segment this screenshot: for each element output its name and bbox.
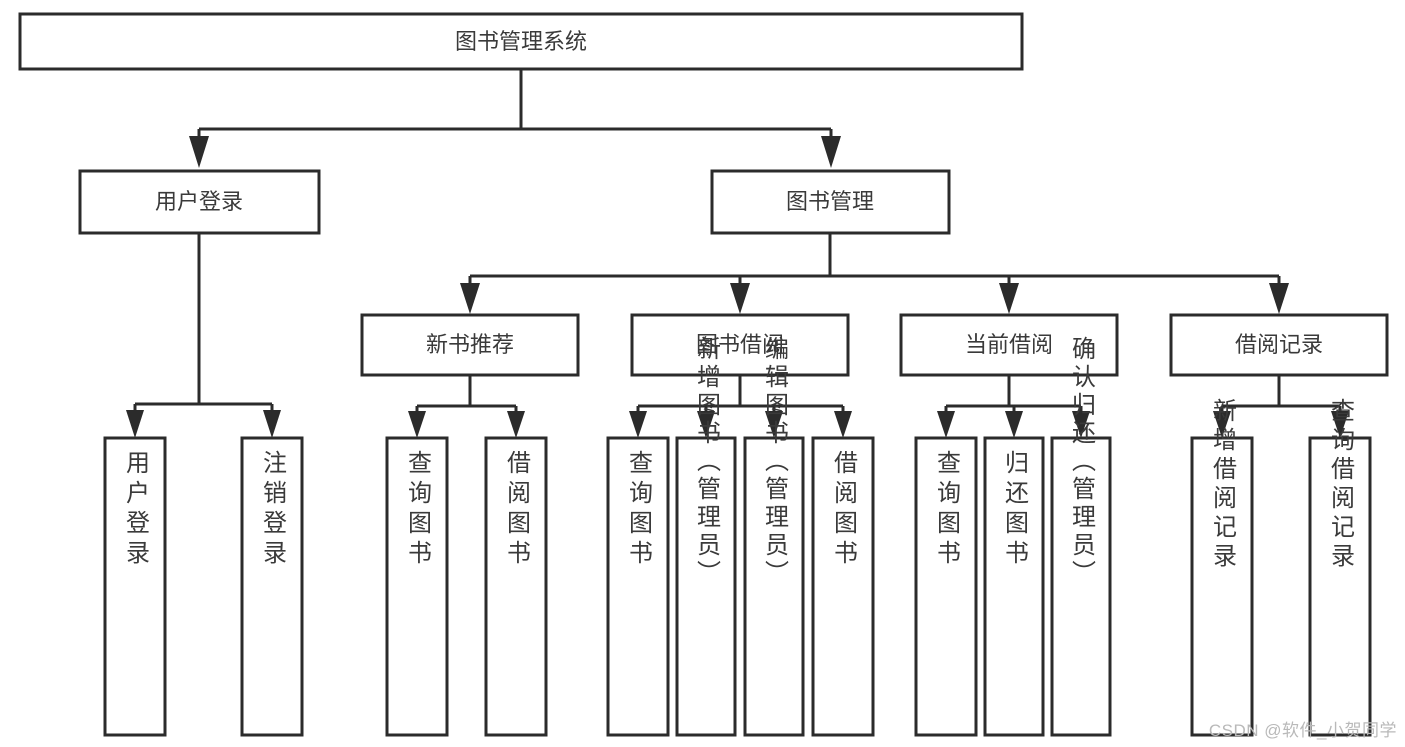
leaf-label: 归还图书 bbox=[1001, 450, 1029, 570]
leaf-book-borrow-2[interactable]: 编辑图书（管理员） bbox=[743, 336, 805, 737]
leaf-box bbox=[484, 436, 548, 737]
leaf-box bbox=[811, 436, 875, 737]
arrow-head-icon bbox=[408, 411, 426, 438]
arrow-head-icon bbox=[629, 411, 647, 438]
leaf-label: 查询借阅记录 bbox=[1327, 398, 1355, 572]
connector-root-to-level1 bbox=[189, 69, 841, 168]
new-book-recommend-label: 新书推荐 bbox=[426, 332, 514, 357]
connector-user-login-to-leaves bbox=[126, 233, 281, 438]
node-book-management[interactable]: 图书管理 bbox=[710, 169, 951, 235]
leaf-label: 新增借阅记录 bbox=[1209, 398, 1237, 572]
node-root[interactable]: 图书管理系统 bbox=[18, 12, 1024, 71]
user-login-label: 用户登录 bbox=[155, 189, 243, 214]
arrow-head-icon bbox=[697, 411, 715, 438]
arrow-head-icon bbox=[765, 411, 783, 438]
leaf-box bbox=[675, 436, 737, 737]
leaf-book-borrow-1[interactable]: 新增图书（管理员） bbox=[675, 336, 737, 737]
arrow-head-icon bbox=[1213, 411, 1231, 438]
leaf-label: 确认归还（管理员） bbox=[1068, 336, 1096, 588]
node-user-login[interactable]: 用户登录 bbox=[78, 169, 321, 235]
arrow-head-icon bbox=[1072, 411, 1090, 438]
leaf-box bbox=[914, 436, 978, 737]
arrow-head-icon bbox=[1269, 283, 1289, 314]
connector-book-management-to-level2 bbox=[460, 233, 1289, 314]
new-book-recommend-box bbox=[360, 313, 580, 377]
connector-borrow-record-to-leaves bbox=[1213, 375, 1349, 438]
leaf-box bbox=[103, 436, 167, 737]
node-borrow-record[interactable]: 借阅记录 bbox=[1169, 313, 1389, 377]
leaf-new-book-recommend-1[interactable]: 借阅图书 bbox=[484, 436, 548, 737]
connector-current-borrow-to-leaves bbox=[937, 375, 1090, 438]
leaf-borrow-record-0[interactable]: 新增借阅记录 bbox=[1190, 398, 1254, 737]
leaf-user-login-1[interactable]: 注销登录 bbox=[240, 436, 304, 737]
arrow-head-icon bbox=[126, 410, 144, 438]
leaf-current-borrow-2[interactable]: 确认归还（管理员） bbox=[1050, 336, 1112, 737]
leaf-user-login-0[interactable]: 用户登录 bbox=[103, 436, 167, 737]
leaf-book-borrow-0[interactable]: 查询图书 bbox=[606, 436, 670, 737]
leaf-box bbox=[1050, 436, 1112, 737]
user-login-box bbox=[78, 169, 321, 235]
connector-book-borrow-to-leaves bbox=[629, 375, 852, 438]
leaf-label: 新增图书（管理员） bbox=[693, 336, 721, 588]
arrow-head-icon bbox=[821, 136, 841, 168]
arrow-head-icon bbox=[460, 283, 480, 314]
leaf-new-book-recommend-0[interactable]: 查询图书 bbox=[385, 436, 449, 737]
leaf-label: 借阅图书 bbox=[830, 450, 858, 570]
leaf-box bbox=[606, 436, 670, 737]
arrow-head-icon bbox=[937, 411, 955, 438]
leaf-box bbox=[743, 436, 805, 737]
leaf-label: 编辑图书（管理员） bbox=[761, 336, 789, 588]
leaf-label: 注销登录 bbox=[259, 450, 287, 570]
node-book-borrow[interactable]: 图书借阅 bbox=[630, 313, 850, 377]
arrow-head-icon bbox=[1005, 411, 1023, 438]
arrow-head-icon bbox=[189, 136, 209, 168]
current-borrow-label: 当前借阅 bbox=[965, 332, 1053, 357]
arrow-head-icon bbox=[730, 283, 750, 314]
connector-new-book-recommend-to-leaves bbox=[408, 375, 525, 438]
leaf-label: 借阅图书 bbox=[503, 450, 531, 570]
arrow-head-icon bbox=[263, 410, 281, 438]
leaf-book-borrow-3[interactable]: 借阅图书 bbox=[811, 436, 875, 737]
borrow-record-label: 借阅记录 bbox=[1235, 332, 1323, 357]
leaf-borrow-record-1[interactable]: 查询借阅记录 bbox=[1308, 398, 1372, 737]
leaf-box bbox=[385, 436, 449, 737]
leaf-label: 查询图书 bbox=[625, 450, 653, 570]
borrow-record-box bbox=[1169, 313, 1389, 377]
leaf-box bbox=[240, 436, 304, 737]
leaf-label: 查询图书 bbox=[404, 450, 432, 570]
book-borrow-label: 图书借阅 bbox=[696, 332, 784, 357]
leaf-box bbox=[1308, 436, 1372, 737]
leaf-box bbox=[983, 436, 1045, 737]
arrow-head-icon bbox=[834, 411, 852, 438]
node-new-book-recommend[interactable]: 新书推荐 bbox=[360, 313, 580, 377]
leaf-label: 查询图书 bbox=[933, 450, 961, 570]
leaf-current-borrow-0[interactable]: 查询图书 bbox=[914, 436, 978, 737]
arrow-head-icon bbox=[1331, 411, 1349, 438]
arrow-head-icon bbox=[507, 411, 525, 438]
arrow-head-icon bbox=[999, 283, 1019, 314]
root-label: 图书管理系统 bbox=[455, 29, 587, 54]
root-box bbox=[18, 12, 1024, 71]
book-management-label: 图书管理 bbox=[786, 189, 874, 214]
leaf-current-borrow-1[interactable]: 归还图书 bbox=[983, 436, 1045, 737]
leaf-box bbox=[1190, 436, 1254, 737]
leaf-label: 用户登录 bbox=[122, 450, 150, 570]
